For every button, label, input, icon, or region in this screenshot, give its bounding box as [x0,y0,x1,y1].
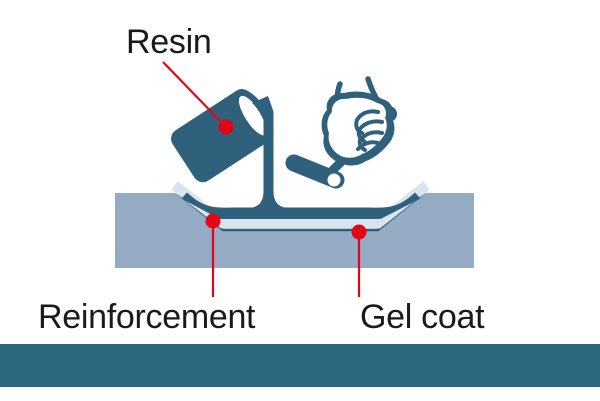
gel-coat-label: Gel coat [360,298,485,336]
callout-leaders [162,61,361,297]
reinforcement-label: Reinforcement [38,298,256,336]
pour-stream-icon [250,96,287,208]
footer-bar [0,344,600,387]
callout-dots [205,119,367,240]
reinforcement-dot [205,213,221,229]
hand-roller-icon [285,76,397,189]
reinforcement-layer [181,192,421,219]
resin-label: Resin [126,23,212,61]
gel-coat-dot [351,224,367,240]
resin-dot [218,119,234,135]
resin-leader-line [162,61,226,127]
